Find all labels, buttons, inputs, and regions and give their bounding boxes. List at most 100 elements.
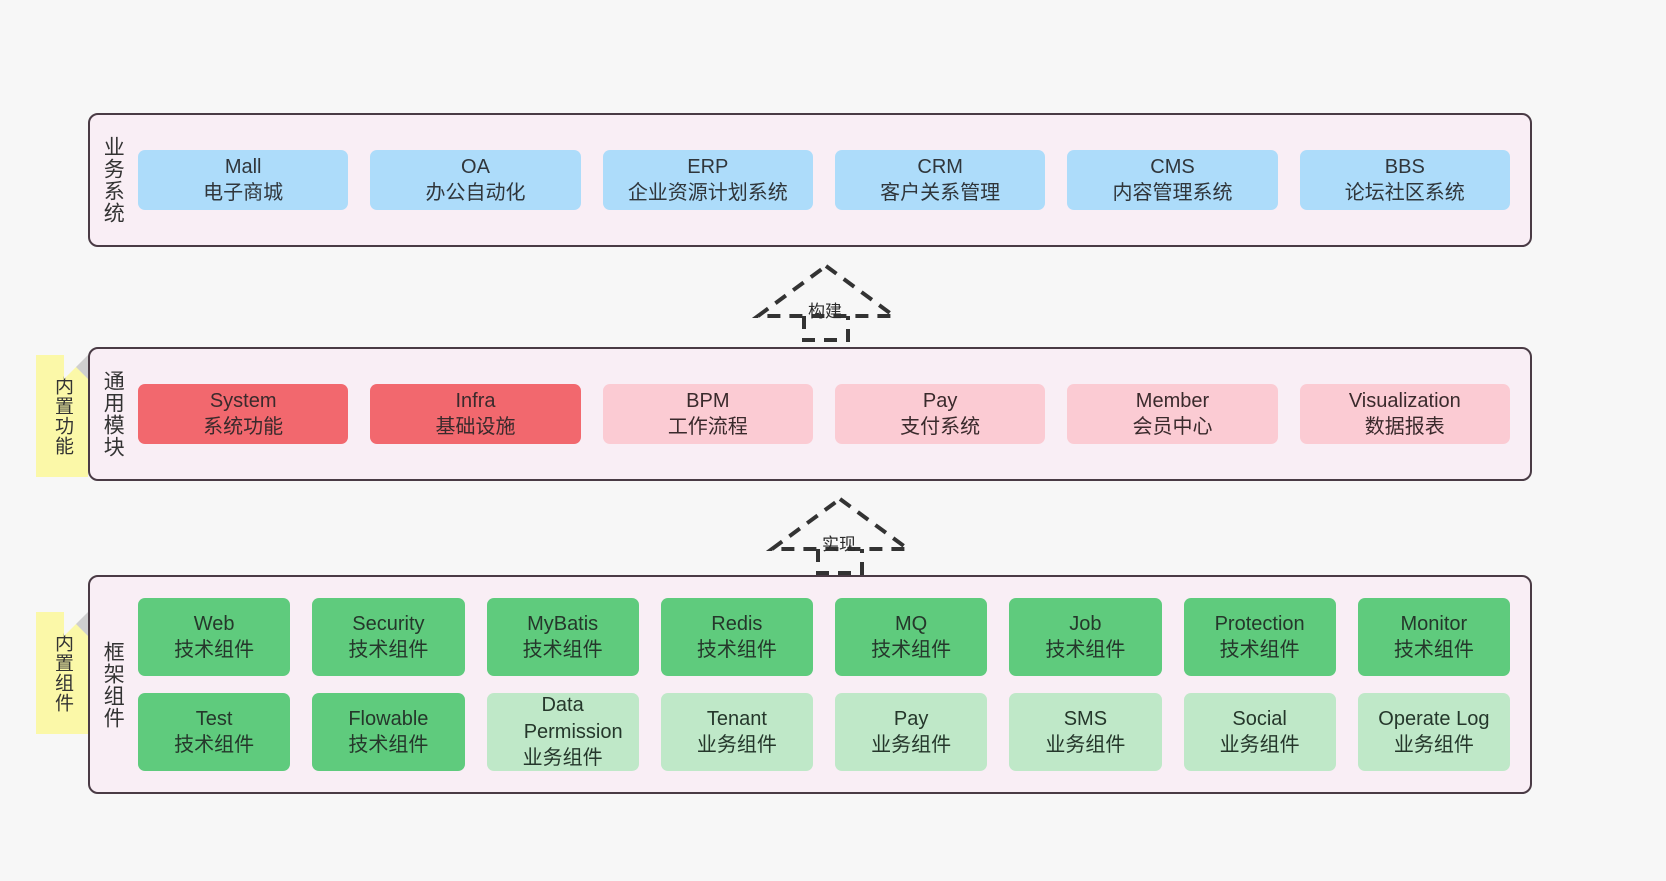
node-subtitle: 技术组件 [1219,639,1300,661]
node-subtitle: 技术组件 [174,734,255,756]
section-body-common-modules: System 系统功能 Infra 基础设施 BPM 工作流程 Pay 支付系统… [134,349,1530,479]
node-subtitle: 业务组件 [1045,734,1126,756]
node-erp[interactable]: ERP 企业资源计划系统 [602,149,813,211]
node-subtitle: 技术组件 [696,639,777,661]
node-bbs[interactable]: BBS 论坛社区系统 [1299,149,1510,211]
node-subtitle: 论坛社区系统 [1344,182,1465,204]
node-title: Pay [893,707,929,730]
node-subtitle: 技术组件 [174,639,255,661]
node-subtitle: 业务组件 [696,734,777,756]
node-mq[interactable]: MQ 技术组件 [835,598,988,676]
node-visualization[interactable]: Visualization 数据报表 [1299,383,1510,445]
node-subtitle: 业务组件 [522,747,603,770]
node-subtitle: 支付系统 [900,416,981,438]
node-oa[interactable]: OA 办公自动化 [370,149,581,211]
node-subtitle: 业务组件 [871,734,952,756]
node-title: CMS [1150,155,1195,178]
node-mall[interactable]: Mall 电子商城 [138,149,349,211]
node-web[interactable]: Web 技术组件 [138,598,291,676]
sticky-note-label: 内置功能 [52,376,74,456]
node-title: Mall [224,155,262,178]
node-subtitle: 客户关系管理 [880,182,1001,204]
node-title: Flowable [348,707,429,730]
node-title: Redis [711,612,763,635]
node-title: Operate Log [1378,707,1490,730]
node-monitor[interactable]: Monitor 技术组件 [1357,598,1510,676]
section-business-systems: 业务系统 Mall 电子商城 OA 办公自动化 ERP 企业资源计划系统 CRM… [88,113,1532,247]
node-security[interactable]: Security 技术组件 [312,598,465,676]
node-title: OA [461,155,490,178]
node-title: System [209,389,277,412]
node-subtitle: 技术组件 [1045,639,1126,661]
note-fold-cut-icon [64,612,88,636]
sticky-note-label: 内置组件 [52,633,74,713]
node-subtitle: 技术组件 [1393,639,1474,661]
node-title: MQ [895,612,928,635]
section-label-common-modules: 通用模块 [101,370,125,458]
section-body-business-systems: Mall 电子商城 OA 办公自动化 ERP 企业资源计划系统 CRM 客户关系… [134,115,1530,245]
section-framework-components: 框架组件 Web 技术组件 Security 技术组件 MyBatis 技术组件… [88,575,1532,794]
node-title: Monitor [1400,612,1468,635]
node-test[interactable]: Test 技术组件 [138,693,291,771]
node-system[interactable]: System 系统功能 [138,383,349,445]
connector-build: 构建 [751,262,901,342]
node-title: Infra [455,389,496,412]
node-row: Mall 电子商城 OA 办公自动化 ERP 企业资源计划系统 CRM 客户关系… [138,149,1510,211]
node-tenant[interactable]: Tenant 业务组件 [660,693,813,771]
node-job[interactable]: Job 技术组件 [1009,598,1162,676]
node-subtitle: 技术组件 [871,639,952,661]
node-mybatis[interactable]: MyBatis 技术组件 [486,598,639,676]
node-row: Test 技术组件 Flowable 技术组件 Data Permission … [138,693,1510,771]
node-pay-component[interactable]: Pay 业务组件 [835,693,988,771]
node-crm[interactable]: CRM 客户关系管理 [834,149,1046,211]
node-subtitle: 内容管理系统 [1112,182,1233,204]
connector-label-implement: 实现 [822,535,856,554]
node-title: Job [1069,612,1102,635]
node-title: Social [1232,707,1287,730]
node-title: Pay [922,389,958,412]
node-subtitle: 数据报表 [1364,416,1445,438]
node-row: System 系统功能 Infra 基础设施 BPM 工作流程 Pay 支付系统… [138,383,1510,445]
node-title: Member [1135,389,1210,412]
node-operate-log[interactable]: Operate Log 业务组件 [1357,693,1510,771]
node-data-permission[interactable]: Data Permission 业务组件 [486,693,639,771]
node-title: ERP [687,155,729,178]
node-title: SMS [1063,707,1108,730]
node-pay-module[interactable]: Pay 支付系统 [834,383,1046,445]
node-row: Web 技术组件 Security 技术组件 MyBatis 技术组件 Redi… [138,598,1510,676]
node-title: Test [195,707,233,730]
node-title: BPM [686,389,730,412]
node-title: CRM [917,155,963,178]
node-title: Tenant [706,707,767,730]
node-flowable[interactable]: Flowable 技术组件 [312,693,465,771]
node-redis[interactable]: Redis 技术组件 [660,598,813,676]
node-title: Data Permission [523,694,623,743]
node-bpm[interactable]: BPM 工作流程 [602,383,813,445]
node-sms[interactable]: SMS 业务组件 [1009,693,1162,771]
node-subtitle: 企业资源计划系统 [627,182,788,204]
node-subtitle: 技术组件 [348,734,429,756]
connector-implement: 实现 [765,495,915,575]
node-cms[interactable]: CMS 内容管理系统 [1067,149,1278,211]
node-title: Visualization [1348,389,1461,412]
node-infra[interactable]: Infra 基础设施 [370,383,581,445]
node-title: Security [352,612,425,635]
node-subtitle: 基础设施 [435,416,516,438]
node-subtitle: 会员中心 [1132,416,1213,438]
node-member[interactable]: Member 会员中心 [1067,383,1278,445]
node-subtitle: 工作流程 [667,416,748,438]
node-protection[interactable]: Protection 技术组件 [1183,598,1336,676]
sticky-note-builtin-functions: 内置功能 [36,355,88,477]
connector-stem [802,316,850,342]
section-common-modules: 通用模块 System 系统功能 Infra 基础设施 BPM 工作流程 Pay… [88,347,1532,481]
connector-stem [816,549,864,575]
node-subtitle: 业务组件 [1219,734,1300,756]
note-fold-cut-icon [64,355,88,379]
node-title: BBS [1384,155,1425,178]
node-title: MyBatis [527,612,599,635]
node-subtitle: 技术组件 [348,639,429,661]
node-social[interactable]: Social 业务组件 [1183,693,1336,771]
node-subtitle: 技术组件 [522,639,603,661]
section-label-business-systems: 业务系统 [101,136,125,224]
